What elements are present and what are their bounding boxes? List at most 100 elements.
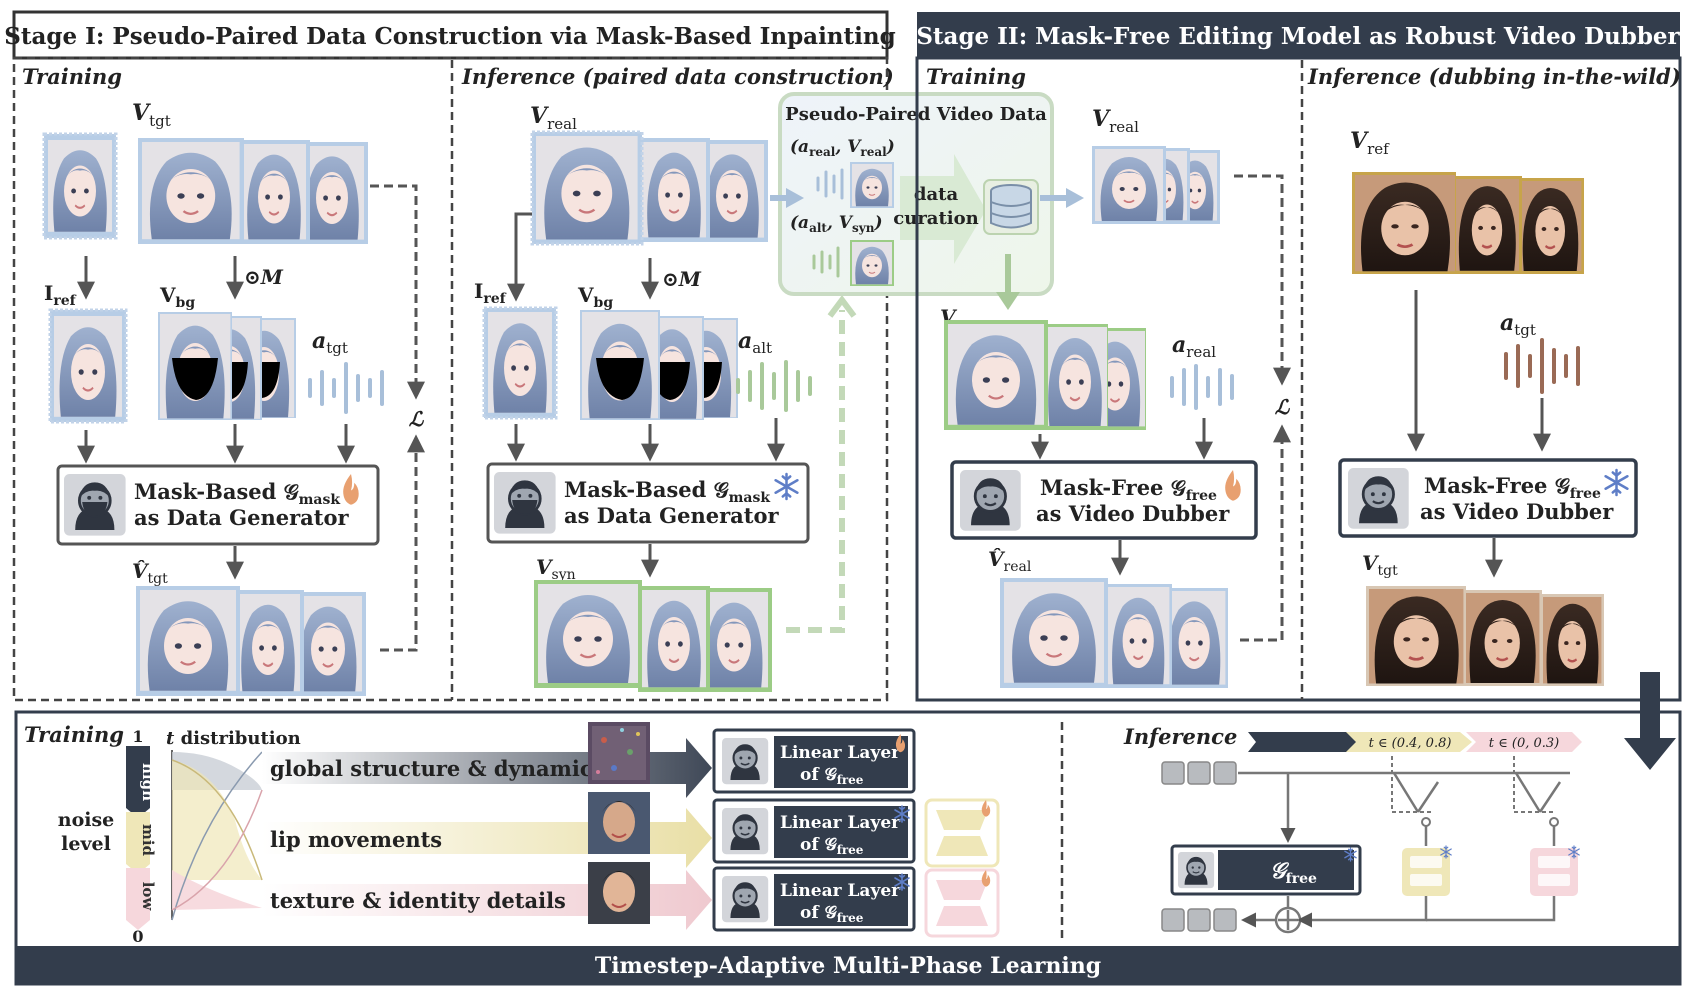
v-tgt-frames (138, 138, 368, 244)
adapter-mid-inf (1402, 845, 1452, 896)
ll-low-line2: of 𝒢free (800, 903, 864, 925)
a-tgt-label-s2: atgt (1500, 310, 1536, 339)
i-ref-label: Iref (44, 281, 77, 309)
noise-level-line2: level (61, 833, 111, 855)
stage2-title: Stage II: Mask-Free Editing Model as Rob… (916, 23, 1680, 50)
face-icon (958, 468, 1023, 533)
bottom-title-bar (16, 946, 1680, 984)
latent-input (1161, 761, 1237, 785)
t-range-low: t ∈ (0, 0.3) (1489, 736, 1559, 751)
v-real-frames-s2 (1092, 146, 1220, 224)
linear-layer-low: Linear Layer of 𝒢free (712, 866, 916, 932)
to-stage2-arrow (1066, 188, 1084, 208)
a-tgt-label: atgt (312, 328, 348, 357)
noise-scale-top: 1 (132, 727, 143, 746)
face-icon-inf (1346, 466, 1411, 531)
odot-m-label-inf: ⊙M (662, 267, 702, 291)
ll-mid-line1: Linear Layer (780, 813, 901, 833)
gen-free-line2: as Video Dubber (1036, 501, 1230, 526)
loss-symbol-s2: ℒ (1275, 395, 1291, 419)
stage1-frame (12, 56, 889, 702)
a-tgt-waveform (308, 362, 384, 414)
i-ref-image-inf (482, 306, 558, 420)
adapter-low-inf (1530, 845, 1580, 896)
v-real-label: Vreal (530, 103, 577, 133)
gen-mask-line2: as Data Generator (134, 505, 349, 530)
stage1-inference: Inference (paired data construction) Vre… (461, 64, 894, 692)
pseudo-pair-real: (areal, Vreal) (790, 137, 895, 159)
pseudo-wave-syn (812, 246, 840, 278)
bottom-training-label: Training (24, 722, 124, 747)
loss-symbol: ℒ (409, 407, 425, 431)
t-range-mid: t ∈ (0.4, 0.8) (1369, 736, 1452, 751)
pseudo-pair-syn: (aalt, Vsyn) (790, 213, 882, 235)
stage2-inference: Inference (dubbing in-the-wild) Vref atg… (1307, 64, 1681, 686)
a-alt-label: aalt (738, 328, 772, 357)
phase-high-arrow (126, 746, 150, 818)
database-icon (983, 179, 1039, 235)
i-ref-label-inf: Iref (474, 279, 507, 307)
gen-free-inf-line1: Mask-Free 𝒢free (1424, 473, 1601, 502)
face-icon-ll-low (720, 874, 770, 924)
curation-arrow (900, 154, 986, 264)
noise-level-line1: noise (58, 809, 115, 831)
bottom-panel: Timestep-Adaptive Multi-Phase Learning (14, 710, 1682, 986)
face-icon-ll-mid (720, 806, 770, 856)
t-curve-low (172, 870, 262, 910)
mask-generator-train: Mask-Based 𝒢mask as Data Generator (56, 464, 380, 546)
a-alt-waveform (736, 360, 812, 412)
phase-high-desc: global structure & dynamics (270, 756, 604, 781)
v-bg-frames-inf (580, 310, 738, 420)
stage1-title: Stage I: Pseudo-Paired Data Construction… (4, 23, 895, 50)
linear-layer-high: Linear Layer of 𝒢free (712, 728, 916, 794)
v-bg-frames (158, 312, 296, 420)
ll-low-line1: Linear Layer (780, 881, 901, 901)
bottom-inference: Inference t ∈ (0.4, 0.8) t ∈ (0, 0.3) 𝒢f… (1123, 724, 1582, 934)
bottom-training: Training 1 0 noise level high mid low t … (24, 722, 1000, 946)
v-tgt-label: Vtgt (132, 100, 171, 130)
v-tgt-frames-s2 (1366, 586, 1604, 686)
ll-mid-line2: of 𝒢free (800, 835, 864, 857)
vhat-real-frames (1000, 578, 1228, 688)
stage2-panel: Stage II: Mask-Free Editing Model as Rob… (915, 12, 1682, 702)
timeline-low (1466, 732, 1582, 752)
stage2-training-label: Training (926, 64, 1026, 89)
stage1-inference-label: Inference (paired data construction) (461, 64, 894, 89)
stage1-title-box (12, 10, 889, 60)
v-syn-frames-s2 (944, 320, 1147, 430)
stage2-title-box (917, 12, 1680, 58)
gfree-label: 𝒢free (1270, 858, 1317, 887)
vhat-tgt-label: V̂tgt (132, 559, 168, 587)
bottom-inference-label: Inference (1123, 724, 1237, 749)
pseudo-wave-real (816, 168, 844, 200)
lora-adapter-low (924, 868, 1000, 938)
masked-face-icon-inf (492, 470, 557, 535)
to-pseudo-arrow (786, 188, 804, 208)
phase-low-arrow (126, 868, 150, 930)
stage2-training: Training Vreal ℒ Vsyn areal Mask-Free 𝒢f… (926, 64, 1291, 688)
gfree-block: 𝒢free (1170, 844, 1362, 896)
to-vsyn-arrow (996, 292, 1020, 310)
a-real-label: areal (1172, 332, 1216, 361)
vhat-real-label: V̂real (988, 547, 1032, 575)
gen-mask-inf-line2: as Data Generator (564, 503, 779, 528)
curation-line1: data (914, 184, 959, 205)
gen-free-inf-line2: as Video Dubber (1420, 499, 1614, 524)
noise-scale-bottom: 0 (132, 927, 143, 946)
ref-image-stamp (42, 132, 118, 240)
phase-high-label: high (139, 763, 157, 801)
phase-low-label: low (139, 882, 157, 912)
noise-thumb-low (588, 862, 650, 924)
face-icon-gfree (1177, 851, 1215, 889)
phase-mid-arrow (126, 812, 150, 874)
t-curve-mid (172, 760, 262, 880)
phase-low-desc: texture & identity details (270, 888, 566, 913)
linear-layer-mid: Linear Layer of 𝒢free (712, 798, 916, 864)
v-bg-label: Vbg (159, 283, 195, 311)
v-ref-label: Vref (1350, 128, 1390, 158)
v-syn-frames-inf (534, 580, 772, 692)
timeline-mid (1346, 732, 1472, 752)
stage1-panel: Stage I: Pseudo-Paired Data Construction… (4, 10, 896, 702)
to-bottom-arrow (1624, 672, 1676, 770)
